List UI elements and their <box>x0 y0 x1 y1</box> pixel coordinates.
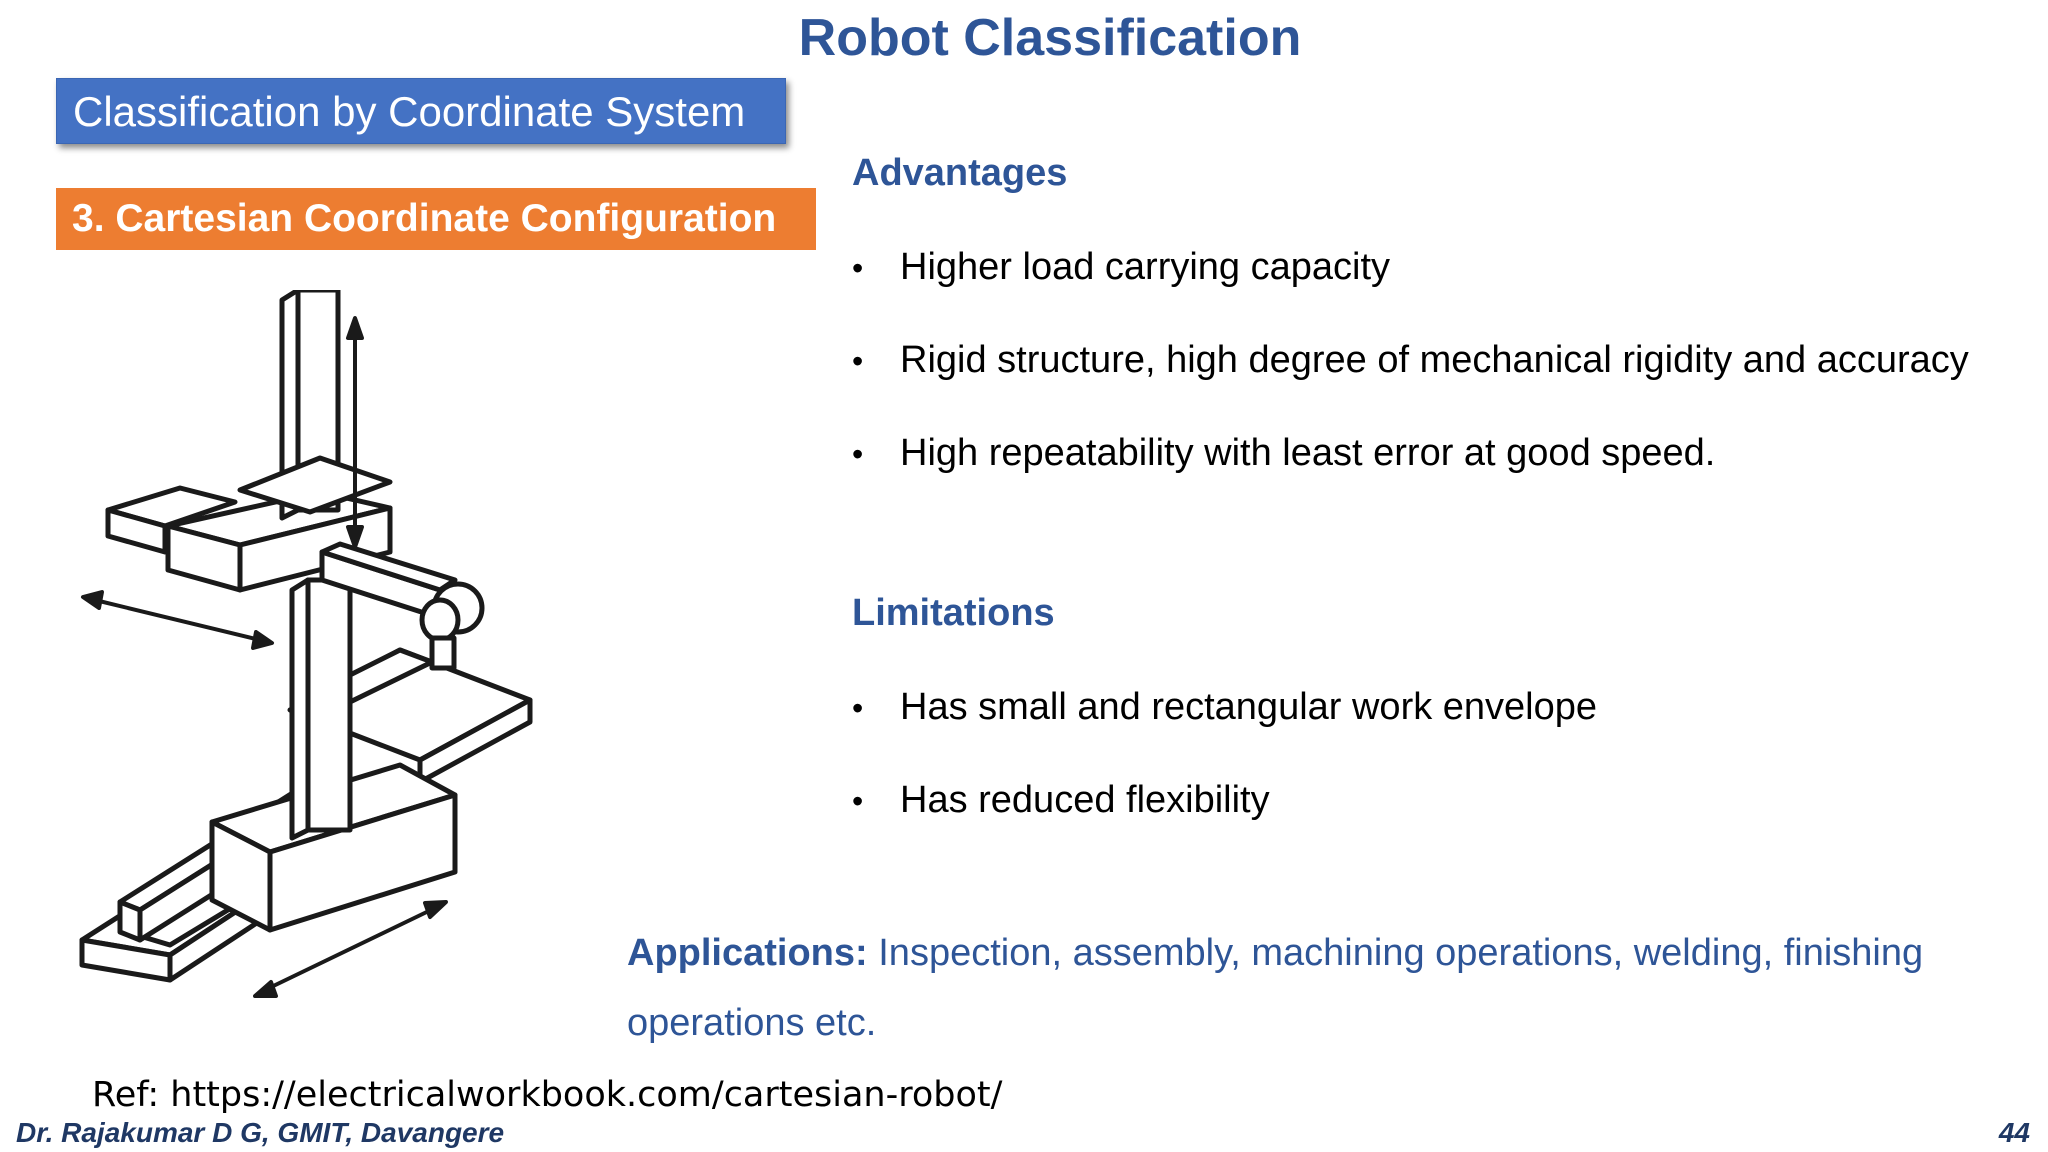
limitation-item: • Has small and rectangular work envelope <box>852 686 1597 729</box>
gripper <box>419 581 485 671</box>
configuration-banner: 3. Cartesian Coordinate Configuration <box>56 188 816 250</box>
advantage-text: High repeatability with least error at g… <box>900 432 1716 474</box>
advantage-item: • Higher load carrying capacity <box>852 246 1390 289</box>
bullet-icon: • <box>852 250 864 286</box>
applications-text: Inspection, assembly, machining operatio… <box>627 932 1924 1044</box>
vertical-column <box>289 577 353 841</box>
slide-title: Robot Classification <box>798 9 1302 67</box>
page-number: 44 <box>1998 1117 2030 1148</box>
column-top <box>237 290 393 521</box>
limitations-heading: Limitations <box>852 592 1055 634</box>
limitation-text: Has reduced flexibility <box>900 779 1270 821</box>
applications-label: Applications: <box>627 932 868 974</box>
applications-paragraph: Applications: Inspection, assembly, mach… <box>627 918 2017 1058</box>
limitation-item: • Has reduced flexibility <box>852 779 1270 822</box>
reference-link: Ref: https://electricalworkbook.com/cart… <box>92 1075 1003 1115</box>
arm <box>319 541 458 621</box>
bullet-icon: • <box>852 436 864 472</box>
bullet-icon: • <box>852 783 864 819</box>
bullet-icon: • <box>852 690 864 726</box>
advantage-item: • Rigid structure, high degree of mechani… <box>852 339 1969 382</box>
classification-banner: Classification by Coordinate System <box>56 78 786 144</box>
cartesian-robot-diagram <box>79 290 533 998</box>
advantage-item: • High repeatability with least error at … <box>852 432 1715 475</box>
advantage-text: Higher load carrying capacity <box>900 246 1391 288</box>
footer-author: Dr. Rajakumar D G, GMIT, Davangere <box>16 1117 505 1148</box>
limitation-text: Has small and rectangular work envelope <box>900 686 1598 728</box>
motion-arrows <box>81 316 448 998</box>
bullet-icon: • <box>852 343 864 379</box>
advantages-heading: Advantages <box>852 152 1068 194</box>
advantage-text: Rigid structure, high degree of mechanic… <box>900 339 1969 381</box>
